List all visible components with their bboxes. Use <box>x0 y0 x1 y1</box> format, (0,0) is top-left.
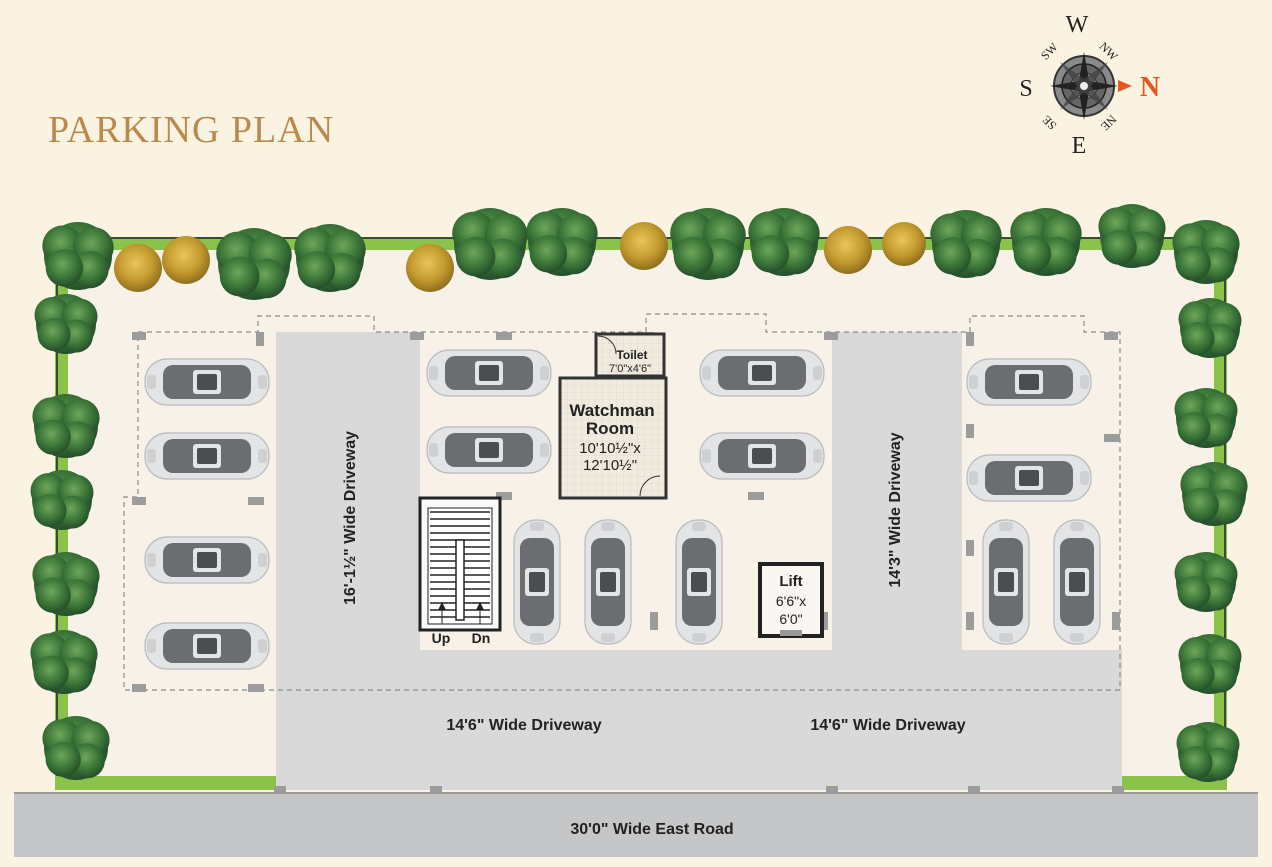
compass-s: S <box>1019 76 1032 102</box>
driveway-right-label: 14'3" Wide Driveway <box>887 432 904 587</box>
tree-icon <box>748 208 820 276</box>
car-8 <box>699 432 825 480</box>
car-7 <box>699 349 825 397</box>
driveway-bottom-right-label: 14'6" Wide Driveway <box>810 717 965 734</box>
tree-icon <box>452 208 528 280</box>
lift: Lift 6'6"x 6'0" <box>758 562 824 638</box>
landscaping <box>30 204 1248 782</box>
compass-rose: W NW N NE E SE S SW <box>1019 12 1160 159</box>
watchman-label-2: Room <box>586 419 634 438</box>
staircase: Up Dn <box>418 496 502 646</box>
tree-icon <box>1176 722 1240 782</box>
bush-icon <box>162 236 210 284</box>
tree-icon <box>216 228 292 300</box>
tree-icon <box>34 294 98 354</box>
bush-icon <box>620 222 668 270</box>
tree-icon <box>30 470 94 530</box>
tree-icon <box>526 208 598 276</box>
compass-ne: NE <box>1098 112 1119 133</box>
page-title: PARKING PLAN <box>48 109 334 151</box>
watchman-label-1: Watchman <box>569 401 654 420</box>
tree-icon <box>1010 208 1082 276</box>
tree-icon <box>1172 220 1240 284</box>
car-9 <box>966 358 1092 406</box>
watchman-size-2: 12'10½" <box>583 457 637 474</box>
tree-icon <box>1178 634 1242 694</box>
tree-icon <box>930 210 1002 278</box>
tree-icon <box>30 630 98 694</box>
road-label: 30'0" Wide East Road <box>570 821 733 838</box>
tree-icon <box>1174 552 1238 612</box>
toilet-room: Toilet 7'0"x4'6" <box>594 332 666 378</box>
compass-w: W <box>1066 12 1089 38</box>
tree-icon <box>1180 462 1248 526</box>
lift-label: Lift <box>779 573 802 590</box>
driveway-bottom-left-label: 14'6" Wide Driveway <box>446 717 601 734</box>
tree-icon <box>42 222 114 290</box>
lift-size-1: 6'6"x <box>776 593 806 609</box>
watchman-room: Watchman Room 10'10½"x 12'10½" <box>558 376 668 500</box>
car-4 <box>144 622 270 670</box>
tree-icon <box>32 552 100 616</box>
tree-icon <box>294 224 366 292</box>
watchman-size-1: 10'10½"x <box>579 440 641 457</box>
tree-icon <box>1174 388 1238 448</box>
compass-e: E <box>1072 133 1087 159</box>
car-3 <box>144 536 270 584</box>
car-15 <box>1053 519 1101 645</box>
car-12 <box>584 519 632 645</box>
driveway-bottom <box>276 650 1122 790</box>
stair-dn-label: Dn <box>472 630 491 646</box>
bush-icon <box>824 226 872 274</box>
compass-n: N <box>1140 72 1160 103</box>
tree-icon <box>1098 204 1166 268</box>
columns <box>132 332 1124 794</box>
stair-up-label: Up <box>432 630 451 646</box>
car-5 <box>426 349 552 397</box>
car-13 <box>675 519 723 645</box>
tree-icon <box>42 716 110 780</box>
bush-icon <box>406 244 454 292</box>
compass-icon <box>1050 52 1132 120</box>
tree-icon <box>32 394 100 458</box>
bush-icon <box>882 222 926 266</box>
toilet-size: 7'0"x4'6" <box>609 363 651 375</box>
compass-sw: SW <box>1038 40 1061 63</box>
car-1 <box>144 358 270 406</box>
tree-icon <box>670 208 746 280</box>
car-11 <box>513 519 561 645</box>
lift-size-2: 6'0" <box>779 611 802 627</box>
bush-icon <box>114 244 162 292</box>
compass-se: SE <box>1039 113 1059 133</box>
driveway-left-label: 16'-1½" Wide Driveway <box>342 431 359 605</box>
car-10 <box>966 454 1092 502</box>
car-2 <box>144 432 270 480</box>
tree-icon <box>1178 298 1242 358</box>
car-14 <box>982 519 1030 645</box>
car-6 <box>426 426 552 474</box>
road <box>14 793 1258 857</box>
toilet-label: Toilet <box>616 348 647 362</box>
